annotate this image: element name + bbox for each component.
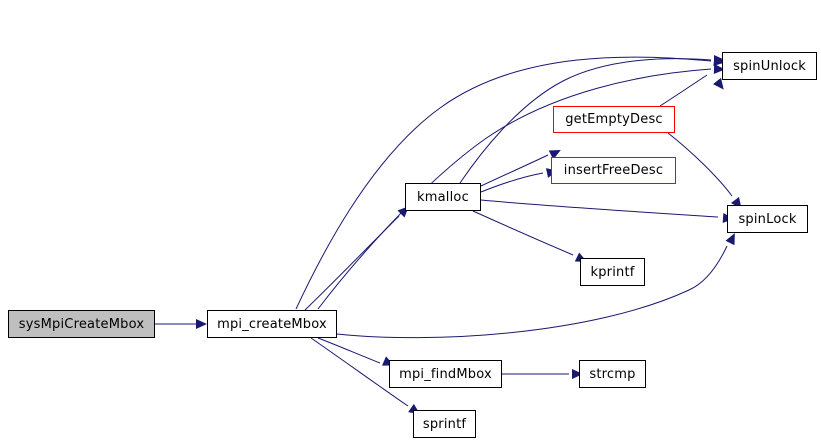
node-label-getEmptyDesc: getEmptyDesc — [565, 112, 663, 127]
edges-group — [155, 56, 733, 407]
edge-getEmptyDesc-to-spinLock — [667, 132, 733, 197]
edge-kmalloc-to-spinUnlock — [459, 58, 712, 184]
arrowhead-to-spinUnlock — [713, 77, 724, 90]
node-spinUnlock[interactable]: spinUnlock — [722, 52, 817, 80]
node-label-sprintf: sprintf — [422, 416, 467, 432]
edge-kmalloc-to-kprintf — [472, 210, 574, 256]
edge-mpi_createMbox-to-spinUnlock — [317, 68, 712, 310]
edge-getEmptyDesc-to-spinUnlock — [659, 74, 708, 107]
node-sysMpiCreateMbox[interactable]: sysMpiCreateMbox — [8, 310, 155, 338]
node-spinLock[interactable]: spinLock — [727, 205, 808, 233]
node-label-spinLock: spinLock — [738, 211, 797, 227]
node-strcmp[interactable]: strcmp — [579, 360, 646, 388]
node-label-kmalloc: kmalloc — [417, 189, 469, 205]
edge-kmalloc-to-spinLock — [480, 199, 719, 218]
node-label-spinUnlock: spinUnlock — [733, 58, 806, 74]
arrowhead-to-mpi_createMbox — [196, 319, 207, 329]
edge-mpi_createMbox-to-spinLock — [336, 245, 728, 339]
edge-kmalloc-to-getEmptyDesc — [480, 154, 549, 187]
node-sprintf[interactable]: sprintf — [413, 410, 476, 438]
edge-mpi_createMbox-to-spinUnlock — [295, 56, 712, 310]
node-kprintf[interactable]: kprintf — [580, 258, 645, 286]
node-mpi_createMbox[interactable]: mpi_createMbox — [207, 310, 337, 338]
arrowhead-to-strcmp — [572, 369, 583, 379]
node-label-strcmp: strcmp — [589, 366, 636, 382]
node-label-mpi_findMbox: mpi_findMbox — [399, 366, 492, 382]
arrowhead-to-spinLock — [725, 233, 735, 246]
node-insertFreeDesc[interactable]: insertFreeDesc — [551, 157, 676, 184]
arrowhead-to-spinUnlock — [714, 55, 725, 65]
node-label-sysMpiCreateMbox: sysMpiCreateMbox — [18, 316, 145, 332]
node-label-mpi_createMbox: mpi_createMbox — [217, 316, 327, 332]
edge-mpi_createMbox-to-mpi_findMbox — [317, 337, 381, 364]
node-label-insertFreeDesc: insertFreeDesc — [563, 163, 664, 178]
node-getEmptyDesc[interactable]: getEmptyDesc — [553, 106, 675, 133]
arrowhead-to-spinUnlock — [713, 64, 725, 74]
arrowhead-to-getEmptyDesc — [548, 150, 561, 160]
node-kmalloc[interactable]: kmalloc — [405, 183, 481, 211]
edge-mpi_createMbox-to-sprintf — [310, 337, 409, 407]
edge-kmalloc-to-insertFreeDesc — [480, 172, 544, 193]
node-mpi_findMbox[interactable]: mpi_findMbox — [389, 360, 502, 388]
node-label-kprintf: kprintf — [590, 264, 635, 280]
